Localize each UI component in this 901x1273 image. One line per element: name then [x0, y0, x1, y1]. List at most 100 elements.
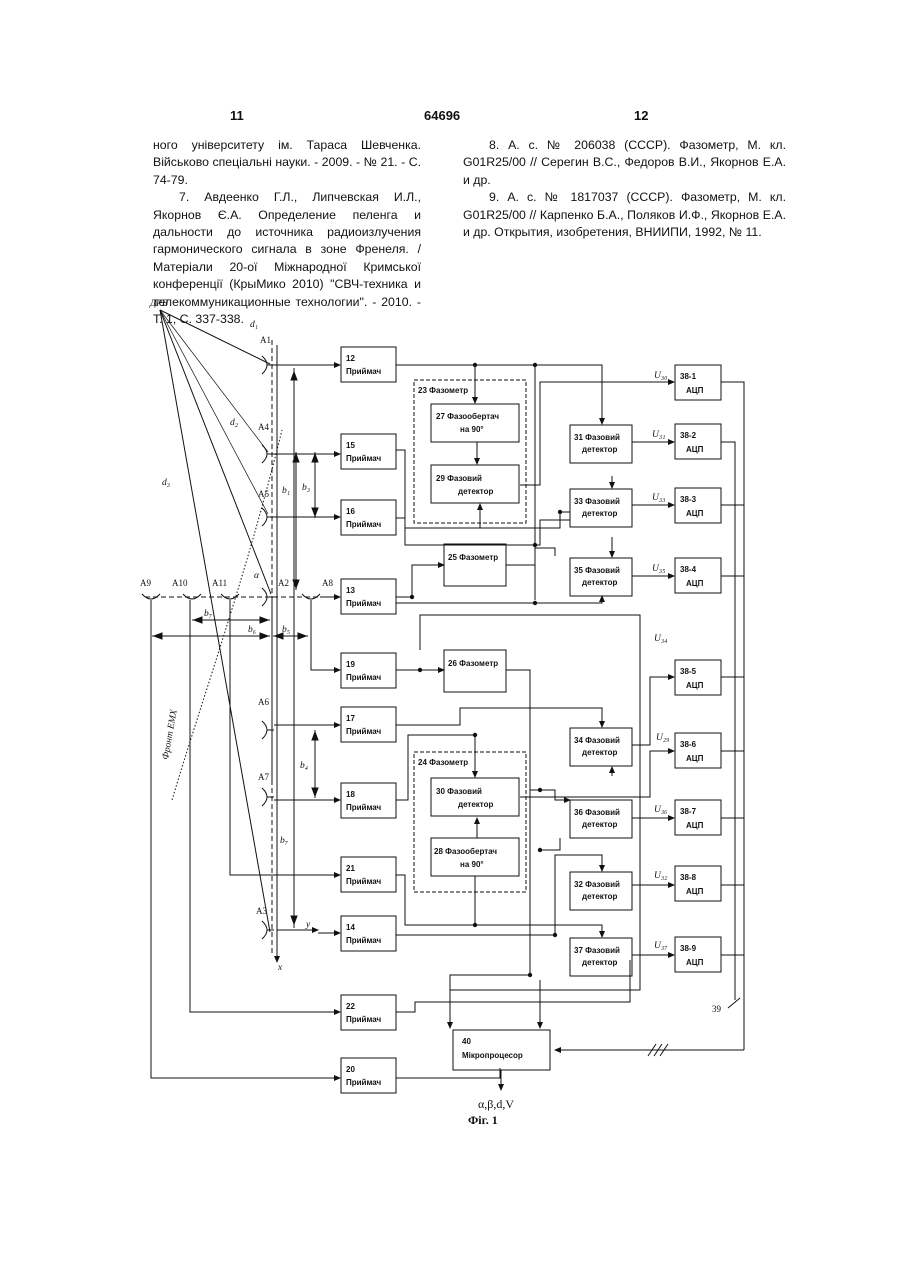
adc-38-2-name: АЦП [686, 445, 704, 454]
receiver-20-name: Приймач [346, 1078, 382, 1087]
receiver-18-num: 18 [346, 790, 355, 799]
adc-38-6-num: 38-6 [680, 740, 697, 749]
receiver-15-name: Приймач [346, 454, 382, 463]
antenna-a2: A2 [278, 578, 289, 588]
detector-31-l1: 31 Фазовий [574, 433, 620, 442]
adc-38-4-num: 38-4 [680, 565, 697, 574]
phase-shifter-28-l1: 28 Фазообертач [434, 847, 497, 856]
adc-38-7-num: 38-7 [680, 807, 697, 816]
antenna-a6: A6 [258, 697, 269, 707]
adc-38-8-name: АЦП [686, 887, 704, 896]
detector-36-l2: детектор [582, 820, 617, 829]
detector-35-l1: 35 Фазовий [574, 566, 620, 575]
detector-31-l2: детектор [582, 445, 617, 454]
detector-33-l2: детектор [582, 509, 617, 518]
antenna-a9: A9 [140, 578, 151, 588]
receiver-13-num: 13 [346, 586, 355, 595]
distance-d1: d₁ [250, 320, 258, 330]
receiver-14-name: Приймач [346, 936, 382, 945]
antenna-a3: A3 [256, 906, 267, 916]
receiver-21-name: Приймач [346, 877, 382, 886]
base-b3: b₃ [302, 483, 310, 493]
receiver-16-num: 16 [346, 507, 355, 516]
cpu-num: 40 [462, 1037, 471, 1046]
receiver-19-num: 19 [346, 660, 355, 669]
detector-37-l1: 37 Фазовий [574, 946, 620, 955]
phasemeter-25-label: 25 Фазометр [448, 553, 498, 562]
detector-29-l2: детектор [458, 487, 493, 496]
detector-32-l2: детектор [582, 892, 617, 901]
antenna-a8: A8 [322, 578, 333, 588]
receiver-12-name: Приймач [346, 367, 382, 376]
phasemeter-23-label: 23 Фазометр [418, 386, 468, 395]
adc-38-1-name: АЦП [686, 386, 704, 395]
detector-35-l2: детектор [582, 578, 617, 587]
adc-38-5-voltage: U₃₄ [654, 634, 667, 644]
distance-d3: d₃ [162, 478, 170, 488]
receiver-22-num: 22 [346, 1002, 355, 1011]
detector-36-l1: 36 Фазовий [574, 808, 620, 817]
antenna-a10: A10 [172, 578, 188, 588]
cpu-name: Мікропроцесор [462, 1051, 523, 1060]
receiver-16-name: Приймач [346, 520, 382, 529]
phase-shifter-28-l2: на 90° [460, 860, 484, 869]
phasemeter-24-label: 24 Фазометр [418, 758, 468, 767]
adc-38-3-name: АЦП [686, 509, 704, 518]
adc-38-2-num: 38-2 [680, 431, 697, 440]
adc-38-4-name: АЦП [686, 579, 704, 588]
adc-38-9-voltage: U₃₇ [654, 941, 668, 951]
receiver-21-num: 21 [346, 864, 355, 873]
adc-38-2-voltage: U₃₁ [652, 430, 665, 440]
output-label: α,β,d,V [478, 1097, 514, 1111]
detector-32-l1: 32 Фазовий [574, 880, 620, 889]
detector-37-l2: детектор [582, 958, 617, 967]
base-b1: b₁ [282, 486, 290, 496]
adc-38-5-name: АЦП [686, 681, 704, 690]
adc-38-7-voltage: U₃₆ [654, 805, 667, 815]
adc-38-6-name: АЦП [686, 754, 704, 763]
front-label: Фронт ЕМХ [161, 708, 180, 761]
distance-d2: d₂ [230, 418, 239, 428]
adc-38-1-voltage: U₃₀ [654, 371, 667, 381]
base-b7-vertical: b₇ [280, 836, 289, 846]
receiver-19-name: Приймач [346, 673, 382, 682]
adc-38-9-name: АЦП [686, 958, 704, 967]
antenna-a1: A1 [260, 335, 271, 345]
detector-34-l1: 34 Фазовий [574, 736, 620, 745]
antenna-a4: A4 [258, 422, 269, 432]
receiver-13-name: Приймач [346, 599, 382, 608]
receiver-12-num: 12 [346, 354, 355, 363]
receiver-17-name: Приймач [346, 727, 382, 736]
phasemeter-26-label: 26 Фазометр [448, 659, 498, 668]
source-label: ДРВ [149, 299, 168, 309]
receiver-17-num: 17 [346, 714, 355, 723]
adc-38-8-num: 38-8 [680, 873, 697, 882]
adc-38-7-name: АЦП [686, 821, 704, 830]
antenna-a7: A7 [258, 772, 269, 782]
axis-y: y [305, 920, 311, 930]
angle-alpha: α [254, 571, 260, 581]
adc-38-3-num: 38-3 [680, 495, 697, 504]
receiver-22-name: Приймач [346, 1015, 382, 1024]
base-b7: b₇ [204, 609, 213, 619]
axis-x: x [277, 963, 283, 973]
detector-29-l1: 29 Фазовий [436, 474, 482, 483]
antenna-a5: A5 [258, 489, 269, 499]
base-b5: b₅ [282, 625, 290, 635]
bus-label: 39 [712, 1004, 722, 1014]
antenna-a11: A11 [212, 578, 227, 588]
adc-38-8-voltage: U₃₂ [654, 871, 668, 881]
adc-38-4-voltage: U₃₅ [652, 564, 665, 574]
receiver-18-name: Приймач [346, 803, 382, 812]
base-b4: b₄ [300, 761, 308, 771]
receiver-14-num: 14 [346, 923, 355, 932]
detector-34-l2: детектор [582, 748, 617, 757]
phase-shifter-27-l2: на 90° [460, 425, 484, 434]
detector-30-l1: 30 Фазовий [436, 787, 482, 796]
adc-38-9-num: 38-9 [680, 944, 697, 953]
receiver-15-num: 15 [346, 441, 355, 450]
adc-38-6-voltage: U₂₉ [656, 733, 669, 743]
adc-38-1-num: 38-1 [680, 372, 697, 381]
detector-33-l1: 33 Фазовий [574, 497, 620, 506]
